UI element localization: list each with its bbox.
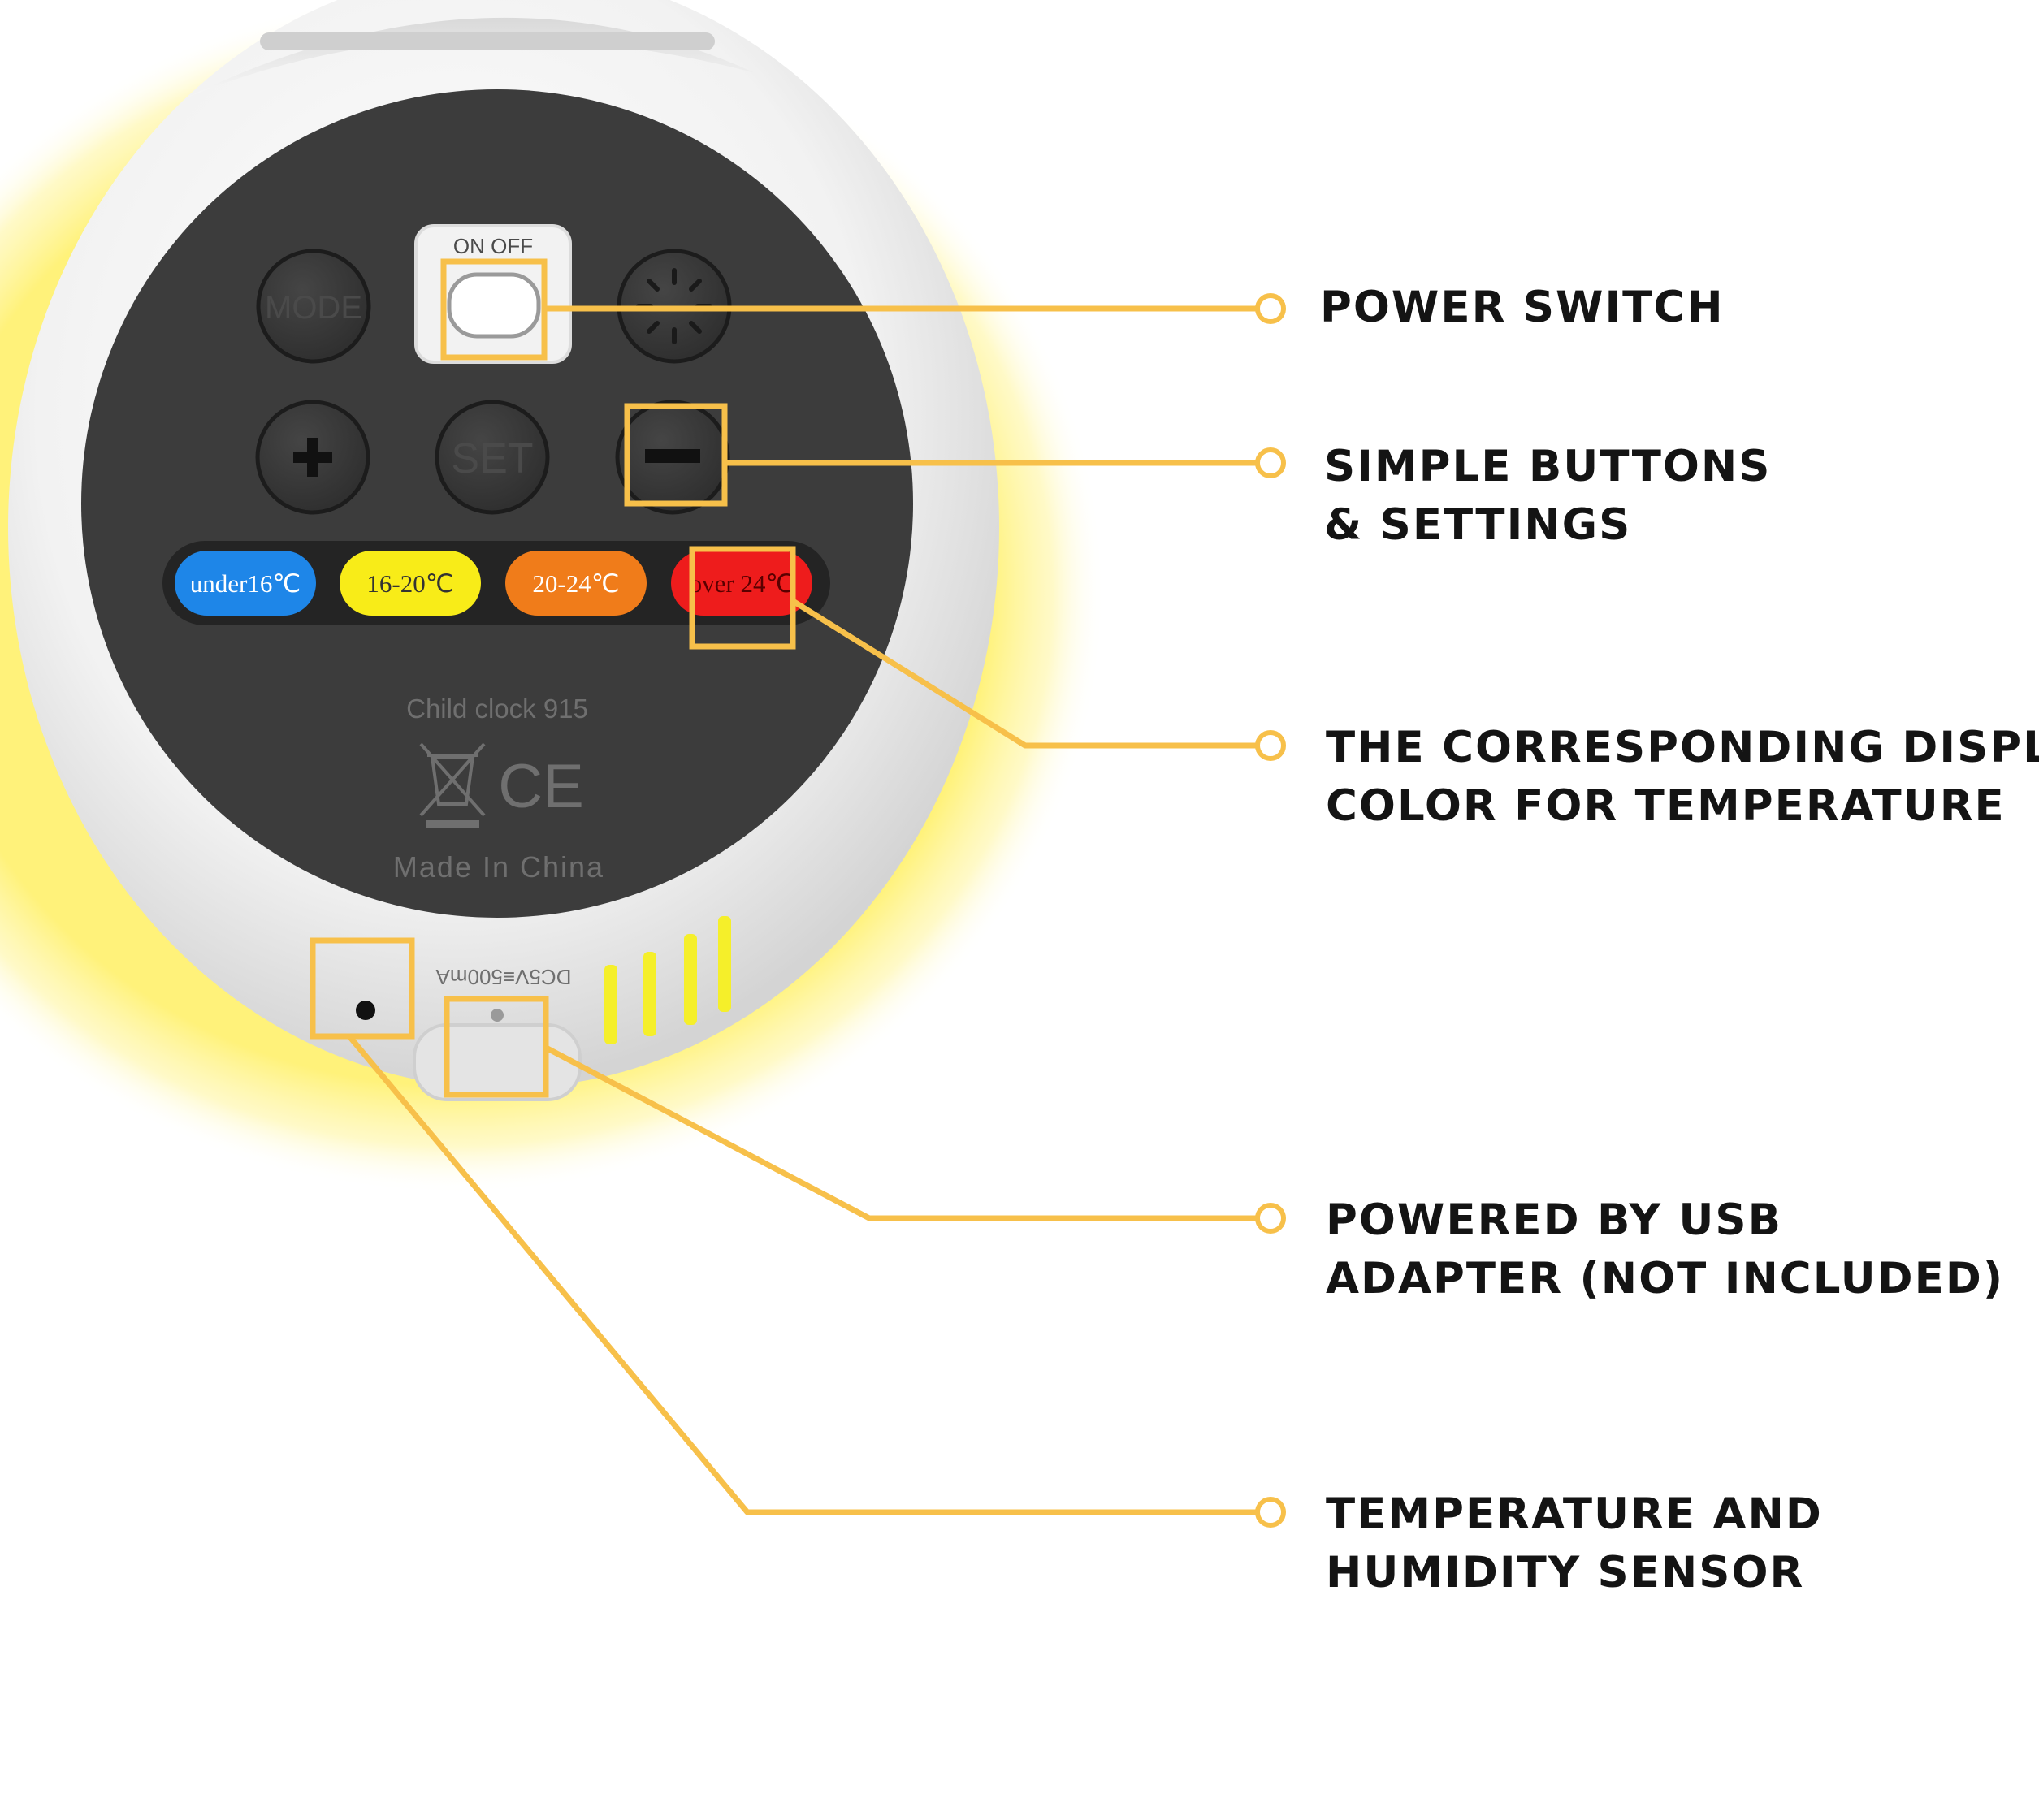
callout-power-switch: POWER SWITCH: [1320, 283, 1725, 332]
highlight-minus-button: [624, 403, 728, 507]
leader-sensor: [347, 1034, 1258, 1515]
plus-icon: [293, 438, 332, 477]
chip-20-24-label: 20-24℃: [532, 569, 619, 598]
marker-power-switch: [1255, 293, 1286, 324]
chip-20-24: 20-24℃: [505, 551, 647, 616]
callout-display-line2: COLOR FOR TEMPERATURE: [1326, 781, 2006, 831]
mode-button[interactable]: MODE: [256, 249, 371, 364]
chip-under-16: under16℃: [175, 551, 316, 616]
power-switch-knob[interactable]: [447, 272, 541, 339]
device-top-seam: [260, 32, 715, 50]
weee-bin-icon: [419, 742, 486, 828]
chip-16-20-label: 16-20℃: [366, 569, 453, 598]
leader-lines: [347, 305, 1258, 1515]
marker-display-color: [1255, 730, 1286, 761]
highlight-sensor: [310, 937, 415, 1040]
power-switch-label: ON OFF: [453, 234, 533, 258]
minus-button[interactable]: [615, 400, 730, 515]
usb-port-dot: [491, 1009, 504, 1022]
chip-16-20: 16-20℃: [340, 551, 481, 616]
light-bars: [604, 916, 731, 1044]
highlight-red-chip: [689, 546, 796, 650]
callout-sensor-line2: HUMIDITY SENSOR: [1326, 1548, 1804, 1597]
sensor-hole: [356, 1001, 375, 1020]
callout-buttons-line1: SIMPLE BUTTONS: [1324, 442, 1771, 491]
callout-usb-line1: POWERED BY USB: [1326, 1195, 1782, 1245]
origin-text: Made In China: [393, 850, 604, 884]
marker-sensor: [1255, 1497, 1286, 1528]
model-text: Child clock 915: [406, 694, 588, 724]
chip-over-24: over 24℃: [671, 551, 812, 616]
mode-button-label: MODE: [265, 290, 362, 326]
port-label: DC5V≡500mA: [435, 965, 572, 989]
set-button[interactable]: SET: [435, 400, 550, 515]
marker-usb: [1255, 1203, 1286, 1234]
callout-display-line1: THE CORRESPONDING DISPLAY: [1326, 723, 2039, 772]
marker-buttons: [1255, 447, 1286, 478]
highlight-usb-port: [444, 996, 549, 1098]
callout-sensor-line1: TEMPERATURE AND: [1326, 1489, 1823, 1539]
set-button-label: SET: [451, 435, 533, 482]
minus-icon: [645, 449, 700, 463]
plus-button[interactable]: [255, 400, 370, 515]
chip-over-24-label: over 24℃: [690, 569, 794, 598]
chip-bar: [162, 541, 830, 625]
callout-usb-line2: ADAPTER (NOT INCLUDED): [1326, 1254, 2004, 1303]
usb-port[interactable]: [413, 1023, 582, 1101]
chip-under-16-label: under16℃: [190, 569, 301, 598]
leader-display-color: [791, 599, 1258, 749]
leader-usb: [544, 1044, 1258, 1221]
leader-end-markers: [1255, 293, 1286, 1528]
ce-mark: CE: [498, 752, 584, 821]
callout-buttons-line2: & SETTINGS: [1324, 500, 1631, 550]
